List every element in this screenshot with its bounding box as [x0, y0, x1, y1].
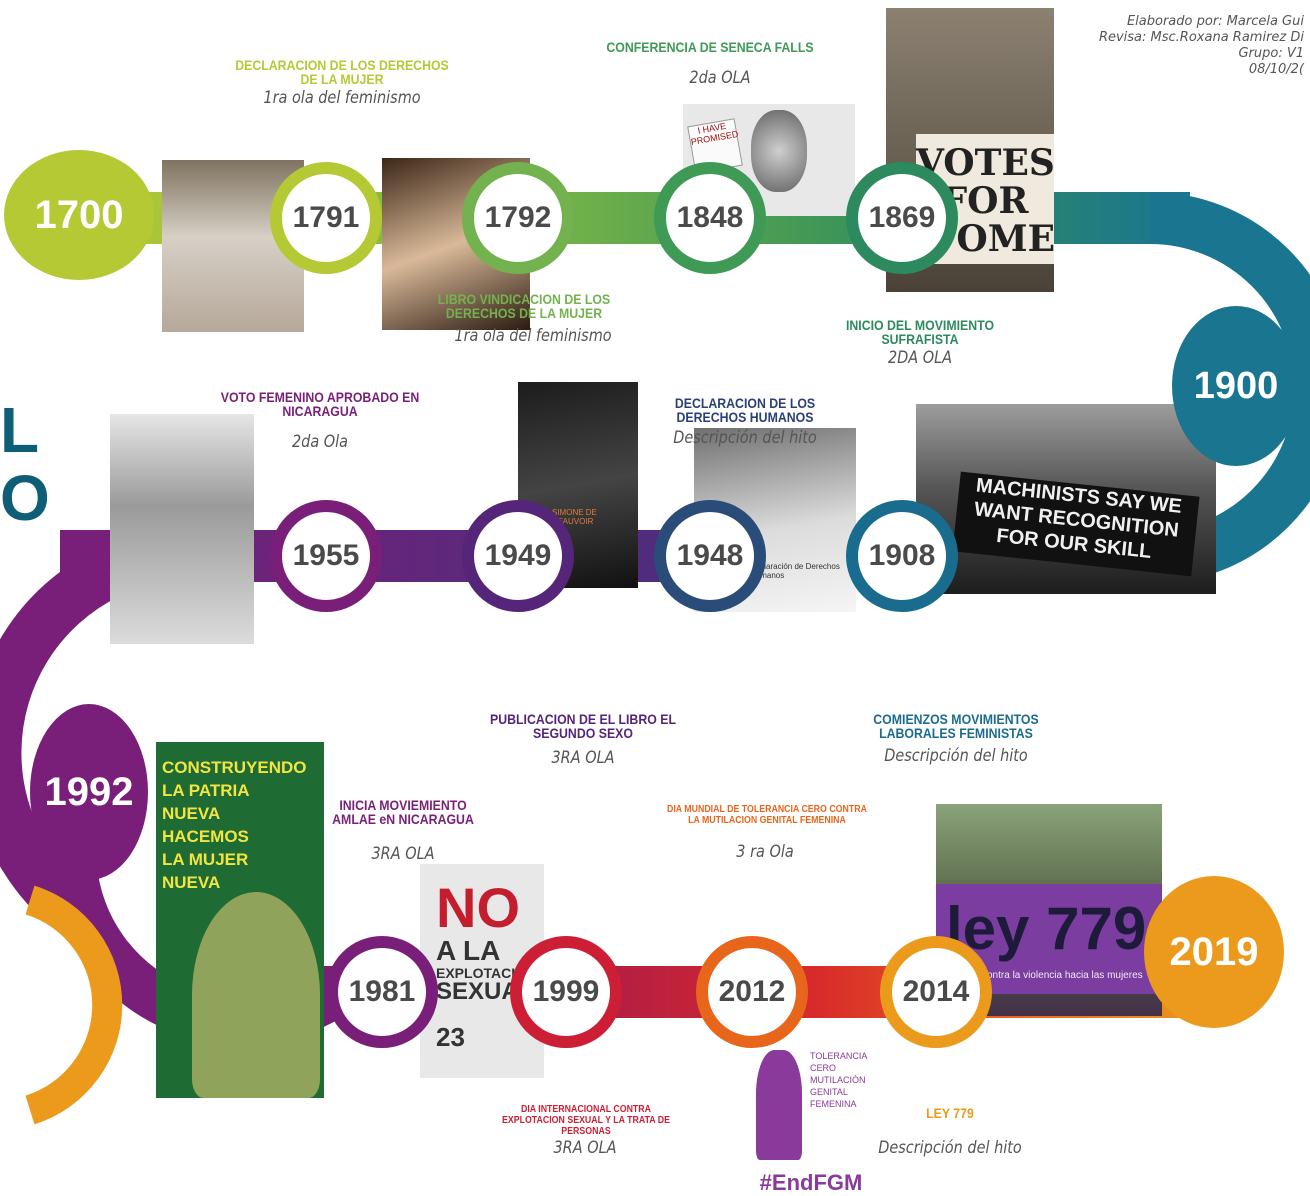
no-poster-ala: A LA	[436, 935, 501, 966]
event-2012-wave: 3 ra Ola	[736, 842, 794, 862]
event-1791-wave: 1ra ola del feminismo	[263, 88, 421, 108]
node-1908: 1908	[846, 500, 958, 612]
track-curve-left	[0, 530, 165, 920]
credits-reviewer: Revisa: Msc.Roxana Ramirez Di	[1098, 30, 1304, 45]
event-1948-title: DECLARACION DE LOS DERECHOS HUMANOS	[674, 395, 816, 425]
collage-seneca-falls: I HAVE PROMISED	[683, 104, 855, 216]
node-1999: 1999	[510, 936, 622, 1048]
poster-amlae-figure	[192, 892, 320, 1098]
event-1948-description: Descripción del hito	[673, 428, 817, 448]
ley-banner-text: ley 779	[946, 895, 1147, 962]
node-1900: 1900	[1172, 306, 1300, 466]
event-1908-description: Descripción del hito	[884, 746, 1028, 766]
node-2012: 2012	[696, 936, 808, 1048]
node-1949: 1949	[462, 500, 574, 612]
node-1955: 1955	[270, 500, 382, 612]
credits: Elaborado por: Marcela Gui Revisa: Msc.R…	[1054, 14, 1304, 78]
node-1791: 1791	[270, 162, 382, 274]
credits-group: Grupo: V1	[1238, 46, 1304, 61]
event-1955-wave: 2da Ola	[291, 432, 349, 452]
document-caption: Declaración de Derechos Humanos	[750, 562, 840, 580]
portrait-stanton	[751, 110, 807, 192]
event-2014-description: Descripción del hito	[878, 1138, 1022, 1158]
ley-banner-caption: contra la violencia hacia las mujeres	[982, 970, 1143, 981]
node-1981: 1981	[326, 936, 438, 1048]
credits-date: 08/10/2(	[1248, 62, 1304, 77]
fgm-hashtag: #EndFGM	[759, 1170, 863, 1195]
node-1848: 1848	[654, 162, 766, 274]
event-1792-title: LIBRO VINDICACION DE LOS DERECHOS DE LA …	[437, 291, 611, 321]
book-caption: SIMONE DE BEAUVOIR	[552, 508, 597, 526]
event-1848-title: CONFERENCIA DE SENECA FALLS	[606, 39, 814, 55]
event-1949-title: PUBLICACION DE EL LIBRO EL SEGUNDO SEXO	[490, 711, 676, 741]
credits-author: Elaborado por: Marcela Gui	[1126, 14, 1304, 29]
track-stub-orange	[25, 885, 123, 1125]
event-2012-title: DIA MUNDIAL DE TOLERANCIA CERO CONTRA LA…	[667, 804, 867, 826]
node-2019: 2019	[1144, 876, 1284, 1028]
no-poster-no: NO	[436, 876, 520, 939]
node-1992: 1992	[30, 704, 148, 880]
poster-tolerancia-cero: TOLERANCIA CERO MUTILACIÓN GENITAL FEMEN…	[748, 1020, 874, 1196]
node-1792: 1792	[462, 162, 574, 274]
portrait-old-woman	[110, 414, 254, 644]
photo-suffragettes: VOTES FOR WOMEN	[886, 8, 1054, 292]
track-curve-right	[1149, 192, 1310, 584]
side-title-line-1: L	[0, 394, 40, 466]
node-1700: 1700	[4, 150, 154, 280]
event-1955-title: VOTO FEMENINO APROBADO EN NICARAGUA	[220, 389, 420, 419]
event-1999-title: DIA INTERNACIONAL CONTRA EXPLOTACION SEX…	[501, 1104, 671, 1137]
fgm-symbol	[756, 1050, 802, 1160]
poster-amlae: CONSTRUYENDO LA PATRIA NUEVA HACEMOS LA …	[156, 742, 324, 1098]
event-1949-wave: 3RA OLA	[551, 748, 615, 768]
event-1791-title: DECLARACION DE LOS DERECHOS DE LA MUJER	[235, 57, 449, 87]
node-1869: 1869	[846, 162, 958, 274]
event-1908-title: COMIENZOS MOVIMIENTOS LABORALES FEMINIST…	[873, 711, 1039, 741]
ley-banner: ley 779 contra la violencia hacia las mu…	[936, 884, 1162, 994]
event-1981-title: INICIA MOVIEMIENTO AMLAE eN NICARAGUA	[332, 797, 474, 827]
protest-banner: MACHINISTS SAY WE WANT RECOGNITION FOR O…	[952, 471, 1200, 577]
event-2014-title: LEY 779	[926, 1105, 974, 1121]
side-title-line-2: O	[0, 462, 50, 534]
fgm-poster-text: TOLERANCIA CERO MUTILACIÓN GENITAL FEMEN…	[810, 1051, 867, 1109]
node-1948: 1948	[654, 500, 766, 612]
event-1981-wave: 3RA OLA	[371, 844, 435, 864]
event-1999-wave: 3RA OLA	[553, 1138, 617, 1158]
event-1869-title: INICIO DEL MOVIMIENTO SUFRAFISTA	[845, 317, 995, 347]
event-1848-wave: 2da OLA	[689, 68, 751, 88]
photo-machinists-protest: MACHINISTS SAY WE WANT RECOGNITION FOR O…	[916, 404, 1216, 594]
event-1869-wave: 2DA OLA	[887, 348, 953, 368]
event-1792-wave: 1ra ola del feminismo	[454, 326, 612, 346]
node-2014: 2014	[880, 936, 992, 1048]
no-poster-date: 23	[436, 1022, 465, 1052]
poster-amlae-text: CONSTRUYENDO LA PATRIA NUEVA HACEMOS LA …	[162, 758, 307, 892]
